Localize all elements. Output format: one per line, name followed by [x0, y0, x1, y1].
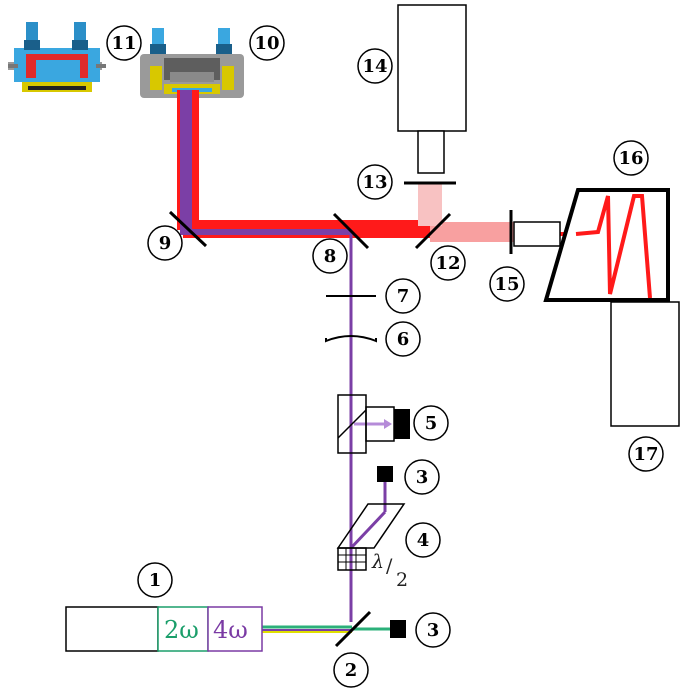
half-waveplate-label: λ / 2 — [371, 551, 408, 591]
beam-dump-icon — [377, 466, 393, 482]
periscope-4 — [336, 503, 406, 571]
laser-1: 2ω 4ω — [65, 606, 263, 652]
svg-text:11: 11 — [111, 33, 136, 54]
spectrometer-16 — [543, 188, 670, 302]
svg-text:6: 6 — [397, 329, 410, 350]
label-8: 8 — [312, 238, 348, 274]
violet-beam — [180, 90, 192, 235]
violet-beam — [186, 229, 352, 235]
svg-text:14: 14 — [362, 56, 387, 77]
mirror-8 — [332, 212, 370, 250]
svg-text:2: 2 — [345, 660, 358, 681]
svg-text:2: 2 — [396, 569, 408, 591]
cell-cutaway-icon — [140, 28, 244, 98]
label-5: 5 — [413, 405, 449, 441]
label-4: 4 — [405, 522, 441, 558]
svg-text:17: 17 — [633, 444, 658, 465]
svg-text:16: 16 — [618, 148, 643, 169]
polarizer-5 — [337, 394, 410, 454]
svg-text:15: 15 — [494, 274, 519, 295]
beam-paths — [177, 90, 578, 633]
label-3: 3 — [415, 612, 451, 648]
pink-beam — [418, 182, 442, 226]
violet-beam — [349, 510, 387, 550]
svg-text:13: 13 — [362, 172, 387, 193]
label-10: 10 — [249, 25, 285, 61]
label-11: 11 — [106, 25, 142, 61]
beam-dump-icon — [390, 620, 406, 638]
mirror-9 — [168, 210, 208, 248]
mirror-2 — [334, 610, 372, 648]
svg-text:10: 10 — [254, 33, 279, 54]
svg-text:4: 4 — [417, 530, 430, 551]
label-3: 3 — [404, 459, 440, 495]
svg-text:/: / — [386, 555, 393, 577]
svg-text:8: 8 — [324, 246, 337, 267]
label-1: 1 — [137, 562, 173, 598]
label-2: 2 — [333, 652, 369, 688]
mirror-12 — [414, 212, 452, 250]
cell-cutaway-icon — [8, 22, 106, 92]
arrow-head — [384, 419, 392, 429]
label-15: 15 — [489, 266, 525, 302]
svg-text:7: 7 — [397, 286, 410, 307]
label-13: 13 — [357, 164, 393, 200]
label-9: 9 — [147, 225, 183, 261]
label-6: 6 — [385, 321, 421, 357]
svg-text:λ: λ — [371, 551, 384, 573]
harmonic-4w-label: 4ω — [213, 616, 248, 644]
label-17: 17 — [628, 436, 664, 472]
lens-6 — [325, 335, 377, 343]
label-7: 7 — [385, 278, 421, 314]
label-12: 12 — [430, 245, 466, 281]
svg-text:5: 5 — [425, 413, 438, 434]
detector-17 — [610, 301, 680, 427]
box-15 — [513, 221, 561, 247]
label-14: 14 — [357, 48, 393, 84]
svg-text:9: 9 — [159, 233, 172, 254]
svg-text:1: 1 — [149, 570, 162, 591]
spectrometer-14 — [397, 4, 467, 174]
svg-text:12: 12 — [435, 253, 460, 274]
harmonic-2w-label: 2ω — [164, 616, 199, 644]
svg-text:3: 3 — [416, 467, 429, 488]
label-16: 16 — [613, 140, 649, 176]
pink-beam — [430, 222, 515, 242]
svg-text:3: 3 — [427, 620, 440, 641]
beam-dump-icon — [394, 409, 410, 439]
